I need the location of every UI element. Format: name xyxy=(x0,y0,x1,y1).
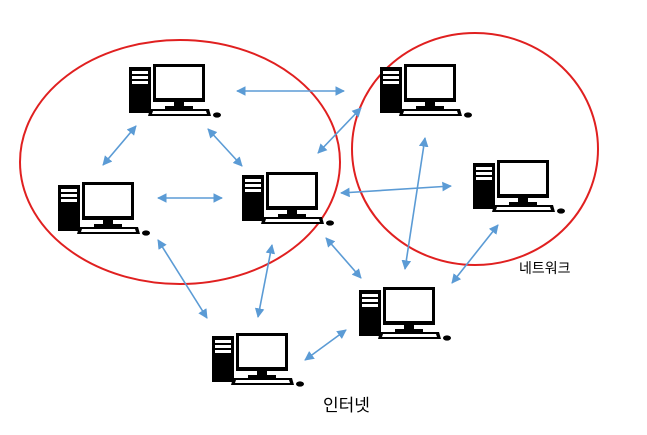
link-pc-a-pc-c xyxy=(207,128,243,167)
network-label: 네트워크 xyxy=(519,261,571,277)
link-pc-c-pc-d xyxy=(317,107,362,154)
computer-e-icon xyxy=(473,160,565,214)
link-pc-d-pc-f xyxy=(401,137,429,270)
computer-d-icon xyxy=(380,64,472,118)
nodes-layer xyxy=(58,64,565,387)
computer-b-icon xyxy=(58,182,150,236)
computer-g-icon xyxy=(212,333,304,387)
link-pc-b-pc-g xyxy=(157,239,208,319)
link-pc-f-pc-g xyxy=(304,329,347,361)
link-pc-c-pc-f xyxy=(325,237,362,279)
link-pc-e-pc-f xyxy=(451,224,499,284)
link-pc-c-pc-e xyxy=(340,181,452,198)
computer-f-icon xyxy=(359,287,451,341)
computer-a-icon xyxy=(129,64,221,118)
internet-label: 인터넷 xyxy=(323,396,370,416)
link-pc-c-pc-g xyxy=(254,244,276,318)
links-layer xyxy=(102,86,499,361)
link-pc-a-pc-b xyxy=(102,125,137,166)
computer-c-icon xyxy=(242,172,334,226)
